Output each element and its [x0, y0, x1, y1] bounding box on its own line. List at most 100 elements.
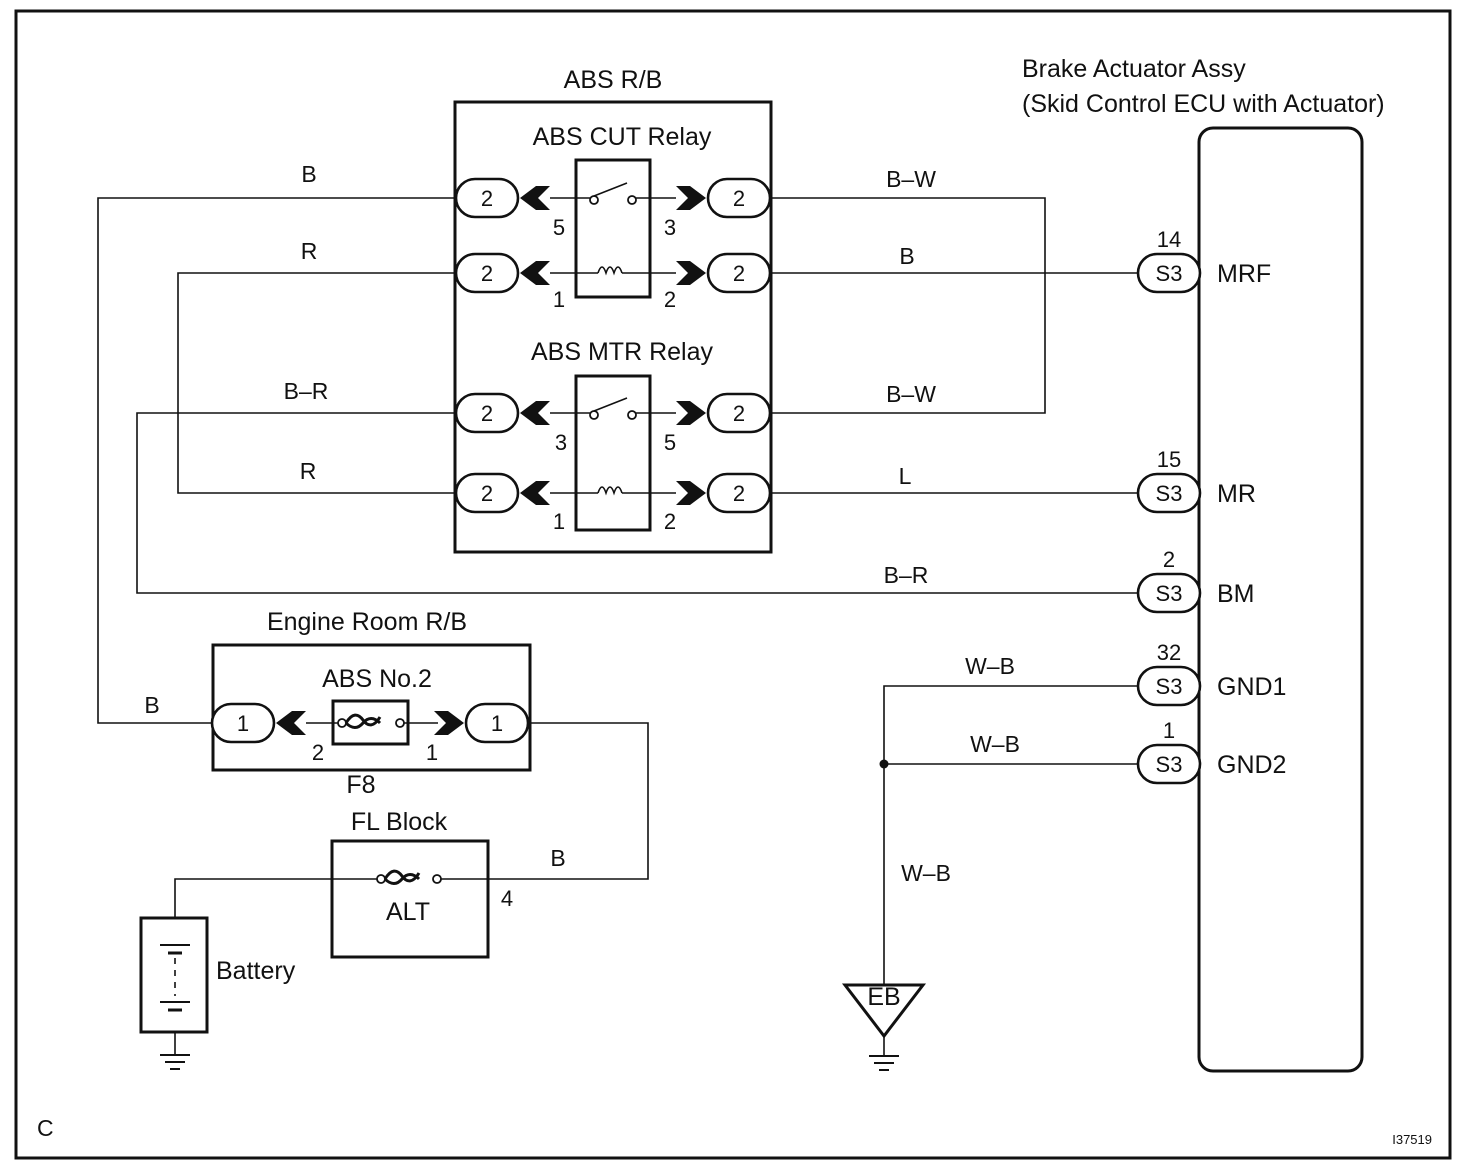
- actuator-terminal-connector: S3: [1156, 481, 1183, 506]
- wire-switch-out: [770, 197, 1046, 414]
- engine-room-rb-box: [211, 643, 532, 772]
- ground-eb-label: EB: [867, 983, 900, 1011]
- abs-rb-connectors: 2 2 2 2 2 2 2 2: [454, 177, 772, 514]
- actuator-terminal-name: MRF: [1217, 260, 1271, 288]
- abs-rb-box: [453, 100, 773, 554]
- abs-rb-connector-left-1-label: 2: [481, 186, 493, 211]
- cut-relay-pin-3: 3: [664, 215, 676, 240]
- abs-rb-connector-right-1-label: 2: [733, 186, 745, 211]
- engine-room-pin-1: 1: [426, 740, 438, 765]
- mtr-relay-pin-2: 2: [664, 509, 676, 534]
- actuator-title-line1: Brake Actuator Assy: [1022, 55, 1246, 83]
- mtr-relay-pin-1: 1: [553, 509, 565, 534]
- abs-rb-connector-left-3-terminal-icon: [520, 401, 550, 425]
- actuator-terminal-connector: S3: [1156, 581, 1183, 606]
- ground-eb-icon: [869, 1036, 899, 1071]
- abs-rb-connector-right-2: 2: [676, 252, 772, 294]
- abs-rb-connector-right-1: 2: [676, 177, 772, 219]
- wire-label-mtr-switch-out: B–W: [886, 381, 936, 407]
- cut-relay-switch: [550, 182, 676, 205]
- engine-room-pin-2: 2: [312, 740, 324, 765]
- wire-label-gnd1: W–B: [965, 653, 1015, 679]
- abs-rb-connector-left-4: 2: [454, 472, 550, 514]
- actuator-terminal-pin: 2: [1163, 547, 1175, 572]
- abs-rb-connector-right-2-label: 2: [733, 261, 745, 286]
- abs-no2-fuse-label: ABS No.2: [322, 665, 432, 693]
- abs-rb-connector-right-1-terminal-icon: [676, 186, 706, 210]
- wire-label-bm-feed: B–R: [884, 562, 929, 588]
- wire-label-mtr-coil-out: L: [899, 463, 912, 489]
- actuator-terminal-pin: 1: [1163, 718, 1175, 743]
- wire-label-fuse-feed: B: [144, 692, 159, 718]
- wire-bm-feed: [136, 412, 1138, 594]
- wire-label-gnd2: W–B: [970, 731, 1020, 757]
- battery-label: Battery: [216, 957, 296, 985]
- battery-ground-icon: [160, 1032, 190, 1070]
- actuator-terminal-name: GND1: [1217, 673, 1286, 701]
- battery-icon: [160, 944, 190, 1012]
- abs-rb-connector-left-2: 2: [454, 252, 550, 294]
- cut-relay-pin-2: 2: [664, 287, 676, 312]
- actuator-terminal-name: GND2: [1217, 751, 1286, 779]
- battery: Battery: [139, 916, 296, 1070]
- mtr-relay-pin-5: 5: [664, 430, 676, 455]
- cut-relay-pin-1: 1: [553, 287, 565, 312]
- wire-fl-out: [488, 722, 649, 880]
- mtr-relay-title: ABS MTR Relay: [531, 338, 713, 366]
- actuator-terminal-pin: 32: [1157, 640, 1181, 665]
- abs-rb-connector-left-3: 2: [454, 392, 550, 434]
- mtr-relay-pin-3: 3: [555, 430, 567, 455]
- mtr-relay-coil: [550, 486, 676, 496]
- wire-label-gnd-main: W–B: [901, 860, 951, 886]
- ground-eb: EB: [841, 983, 927, 1071]
- mtr-relay-switch: [550, 397, 676, 420]
- abs-rb-connector-left-3-label: 2: [481, 401, 493, 426]
- wire-gnd1: [883, 685, 1138, 985]
- wires: [97, 197, 1138, 985]
- cut-relay-coil: [550, 266, 676, 276]
- fl-block-box: [330, 839, 490, 959]
- abs-rb-connector-right-3-label: 2: [733, 401, 745, 426]
- wire-battery: [174, 878, 332, 918]
- actuator-terminal-name: MR: [1217, 480, 1256, 508]
- actuator-terminal-connector: S3: [1156, 261, 1183, 286]
- alt-fuse-label: ALT: [386, 898, 430, 926]
- abs-rb-connector-right-2-terminal-icon: [676, 261, 706, 285]
- mtr-relay-body: [574, 374, 652, 532]
- actuator-title-line2: (Skid Control ECU with Actuator): [1022, 90, 1385, 118]
- engine-room-connector-right-label: 1: [491, 711, 503, 736]
- actuator-terminal-pin: 14: [1157, 227, 1181, 252]
- abs-rb-connector-left-2-terminal-icon: [520, 261, 550, 285]
- engine-room-rb-title: Engine Room R/B: [267, 608, 467, 636]
- actuator-terminal-connector: S3: [1156, 752, 1183, 777]
- abs-rb-title: ABS R/B: [564, 66, 663, 94]
- wire-labels: B R B–R R B–W B B–W L B–R B B W–B W–B W–…: [144, 161, 1020, 886]
- wire-label-mtr-coil-in: R: [300, 458, 317, 484]
- actuator-terminal-connector: S3: [1156, 674, 1183, 699]
- engine-room-block-code: F8: [346, 771, 375, 799]
- abs-rb-connector-right-3-terminal-icon: [676, 401, 706, 425]
- engine-room-connector-right-terminal-icon: [434, 711, 464, 735]
- ground-splice: [879, 759, 889, 769]
- cut-relay-title: ABS CUT Relay: [533, 123, 712, 151]
- abs-rb-connector-left-1: 2: [454, 177, 550, 219]
- wire-label-cut-switch-out: B–W: [886, 166, 936, 192]
- abs-rb-connector-left-2-label: 2: [481, 261, 493, 286]
- engine-room-rb: Engine Room R/B ABS No.2 2 1 F8: [211, 608, 532, 799]
- diagram-frame: [14, 9, 1452, 1160]
- wire-label-mtr-switch-in: B–R: [284, 378, 329, 404]
- abs-rb-connector-right-4: 2: [676, 472, 772, 514]
- abs-rb-connector-left-4-label: 2: [481, 481, 493, 506]
- abs-rb-connector-right-3: 2: [676, 392, 772, 434]
- battery-box: [139, 916, 209, 1034]
- engine-room-connector-left-label: 1: [237, 711, 249, 736]
- engine-room-connector-right: 1: [434, 702, 530, 744]
- fl-block-pin-4: 4: [501, 886, 513, 911]
